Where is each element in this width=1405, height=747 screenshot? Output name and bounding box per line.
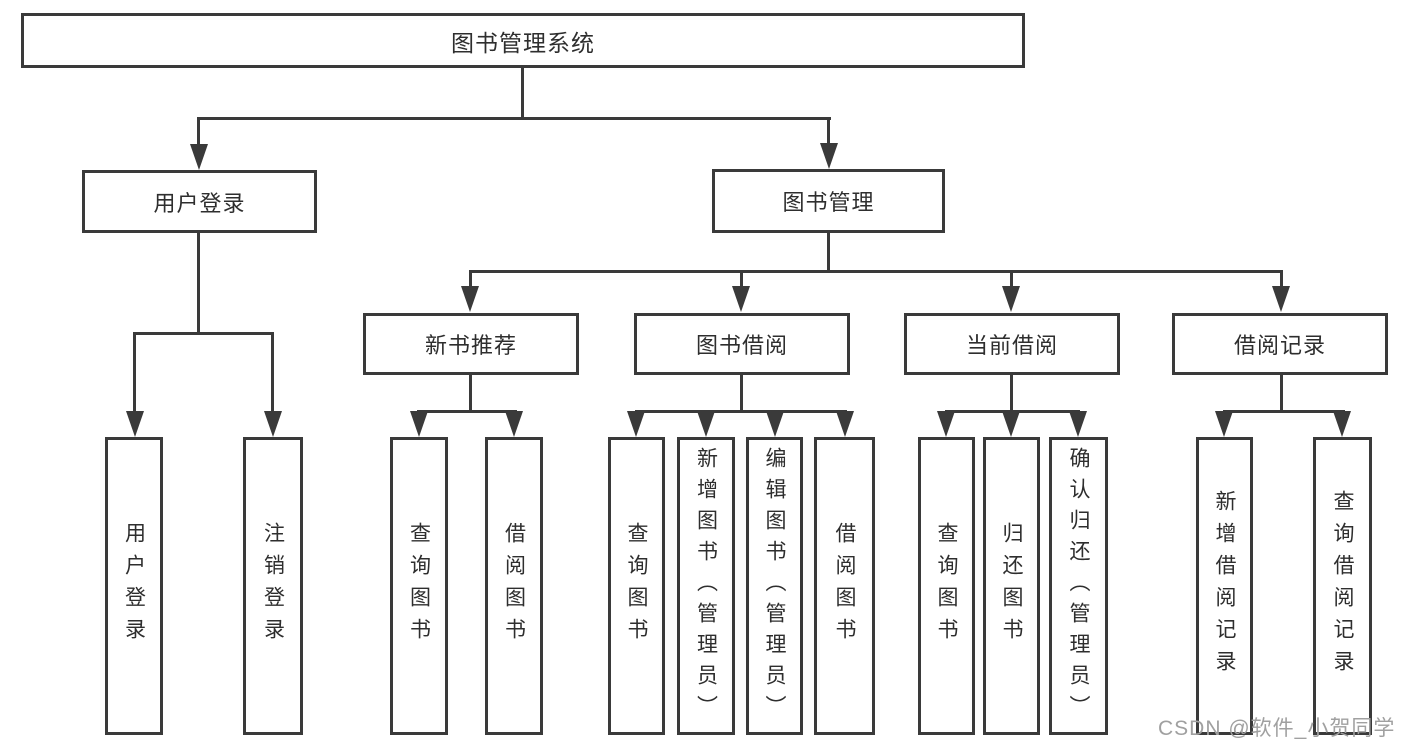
node-label: 图书管理系统 bbox=[451, 29, 595, 56]
leaf-current-return-book: 归还图书 bbox=[983, 437, 1040, 735]
leaf-label: 新增图书（管理员） bbox=[694, 446, 718, 726]
connector-line bbox=[1010, 374, 1013, 413]
leaf-recommend-borrow-book: 借阅图书 bbox=[485, 437, 543, 735]
node-borrow-record: 借阅记录 bbox=[1172, 313, 1388, 375]
connector-line bbox=[1280, 270, 1283, 290]
arrowhead bbox=[410, 411, 428, 437]
connector-line bbox=[521, 67, 524, 118]
connector-line bbox=[271, 332, 274, 413]
connector-line bbox=[1223, 410, 1345, 413]
leaf-label: 查询图书 bbox=[935, 522, 958, 650]
connector-line bbox=[197, 233, 200, 335]
leaf-label: 借阅图书 bbox=[833, 522, 856, 650]
connector-line bbox=[1280, 374, 1283, 413]
connector-line bbox=[469, 270, 472, 290]
connector-line bbox=[417, 410, 517, 413]
connector-line bbox=[133, 332, 274, 335]
leaf-label: 查询图书 bbox=[407, 522, 431, 650]
node-label: 新书推荐 bbox=[424, 333, 517, 358]
node-book-borrow: 图书借阅 bbox=[634, 313, 850, 375]
connector-line bbox=[197, 117, 200, 147]
arrowhead bbox=[1002, 411, 1020, 437]
leaf-recommend-query-book: 查询图书 bbox=[390, 437, 448, 735]
node-current-borrow: 当前借阅 bbox=[904, 313, 1120, 375]
leaf-borrow-borrow-book: 借阅图书 bbox=[814, 437, 875, 735]
connector-line bbox=[827, 117, 830, 147]
leaf-record-query: 查询借阅记录 bbox=[1313, 437, 1372, 735]
arrowhead bbox=[1069, 411, 1087, 437]
leaf-label: 注销登录 bbox=[261, 522, 285, 650]
leaf-label: 查询借阅记录 bbox=[1331, 490, 1354, 682]
arrowhead bbox=[1272, 286, 1290, 312]
connector-line bbox=[740, 270, 743, 290]
leaf-label: 确认归还（管理员） bbox=[1067, 446, 1090, 726]
arrowhead bbox=[937, 411, 955, 437]
connector-line bbox=[469, 374, 472, 413]
leaf-label: 借阅图书 bbox=[502, 522, 526, 650]
arrowhead bbox=[1002, 286, 1020, 312]
leaf-current-query-book: 查询图书 bbox=[918, 437, 975, 735]
leaf-label: 用户登录 bbox=[122, 522, 146, 650]
arrowhead bbox=[1333, 411, 1351, 437]
connector-line bbox=[1010, 270, 1013, 290]
leaf-current-confirm-return-admin: 确认归还（管理员） bbox=[1049, 437, 1108, 735]
leaf-borrow-add-book-admin: 新增图书（管理员） bbox=[677, 437, 735, 735]
node-label: 当前借阅 bbox=[965, 333, 1058, 358]
arrowhead bbox=[505, 411, 523, 437]
arrowhead bbox=[836, 411, 854, 437]
leaf-label: 查询图书 bbox=[625, 522, 648, 650]
leaf-logout: 注销登录 bbox=[243, 437, 303, 735]
node-root-system: 图书管理系统 bbox=[21, 13, 1025, 68]
arrowhead bbox=[1215, 411, 1233, 437]
arrowhead bbox=[126, 411, 144, 437]
connector-line bbox=[133, 332, 136, 413]
leaf-borrow-edit-book-admin: 编辑图书（管理员） bbox=[746, 437, 803, 735]
node-label: 借阅记录 bbox=[1233, 333, 1326, 358]
arrowhead bbox=[461, 286, 479, 312]
connector-line bbox=[635, 410, 847, 413]
node-book-management: 图书管理 bbox=[712, 169, 945, 233]
watermark-text: CSDN @软件_小贺同学 bbox=[1158, 717, 1396, 740]
leaf-label: 归还图书 bbox=[1000, 522, 1023, 650]
connector-line bbox=[740, 374, 743, 413]
node-label: 图书管理 bbox=[782, 190, 875, 215]
leaf-record-add: 新增借阅记录 bbox=[1196, 437, 1253, 735]
connector-line bbox=[469, 270, 1283, 273]
arrowhead bbox=[190, 144, 208, 170]
node-user-login: 用户登录 bbox=[82, 170, 317, 233]
leaf-label: 编辑图书（管理员） bbox=[763, 446, 786, 726]
leaf-label: 新增借阅记录 bbox=[1213, 490, 1236, 682]
arrowhead bbox=[627, 411, 645, 437]
arrowhead bbox=[732, 286, 750, 312]
node-label: 图书借阅 bbox=[695, 333, 788, 358]
leaf-borrow-query-book: 查询图书 bbox=[608, 437, 665, 735]
connector-line bbox=[827, 233, 830, 273]
leaf-user-login: 用户登录 bbox=[105, 437, 163, 735]
node-new-book-recommend: 新书推荐 bbox=[363, 313, 579, 375]
arrowhead bbox=[264, 411, 282, 437]
arrowhead bbox=[697, 411, 715, 437]
connector-line bbox=[197, 117, 831, 120]
arrowhead bbox=[766, 411, 784, 437]
node-label: 用户登录 bbox=[153, 190, 246, 216]
arrowhead bbox=[820, 143, 838, 169]
